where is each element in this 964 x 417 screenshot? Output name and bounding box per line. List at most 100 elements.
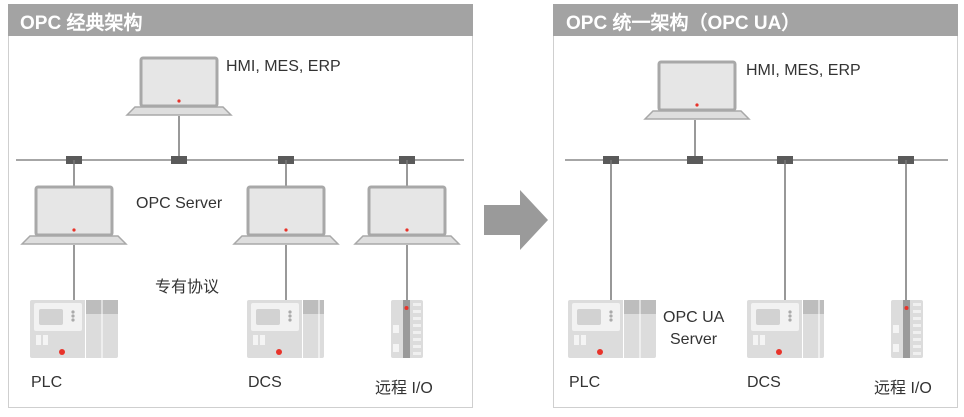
io-terminal (913, 303, 921, 306)
io-terminal (913, 310, 921, 313)
device-label-remote-io: 远程 I/O (375, 380, 433, 397)
remote-io-device (391, 300, 423, 358)
device-button (788, 314, 792, 318)
laptop-screen (139, 56, 219, 108)
power-led (177, 99, 181, 103)
io-terminal (413, 310, 421, 313)
device-button (609, 318, 613, 322)
device-port (893, 325, 899, 333)
plc-device (30, 300, 118, 358)
power-led (284, 228, 288, 232)
laptop-screen (34, 185, 114, 237)
device-display (39, 309, 63, 325)
network-switch-icon (171, 156, 187, 164)
io-terminal (413, 317, 421, 320)
protocol-label: 专有协议 (155, 279, 220, 296)
device-port (43, 335, 48, 345)
io-terminal (913, 317, 921, 320)
client-label: HMI, MES, ERP (226, 58, 341, 75)
device-port (393, 344, 399, 352)
left-panel-header (8, 4, 473, 36)
laptop-screen (246, 185, 326, 237)
device-port (253, 335, 258, 345)
laptop-screen (657, 60, 737, 112)
device-port (760, 335, 765, 345)
device-rail (403, 300, 410, 358)
device-button (788, 310, 792, 314)
laptop-base (125, 106, 233, 116)
io-terminal (913, 345, 921, 348)
io-terminal (413, 338, 421, 341)
device-port (36, 335, 41, 345)
status-led (276, 349, 282, 355)
device-button (788, 318, 792, 322)
device-port (893, 344, 899, 352)
device-rail (903, 300, 910, 358)
client-label: HMI, MES, ERP (746, 62, 861, 79)
laptop-base (232, 235, 340, 245)
device-module (303, 300, 324, 314)
device-button (288, 310, 292, 314)
status-led (59, 349, 65, 355)
device-button (71, 310, 75, 314)
network-switch-icon (687, 156, 703, 164)
dcs-device (247, 300, 324, 358)
io-terminal (913, 352, 921, 355)
device-button (288, 314, 292, 318)
right-panel-header (553, 4, 958, 36)
transition-arrow-icon (484, 190, 548, 250)
device-port (753, 335, 758, 345)
device-label-plc: PLC (31, 374, 63, 391)
device-button (609, 314, 613, 318)
device-button (609, 310, 613, 314)
device-label-plc: PLC (569, 374, 601, 391)
io-terminal (413, 352, 421, 355)
io-terminal (413, 324, 421, 327)
io-terminal (413, 345, 421, 348)
laptop-icon (232, 185, 340, 245)
device-port (393, 325, 399, 333)
status-led (404, 306, 409, 310)
io-terminal (413, 331, 421, 334)
device-button (288, 318, 292, 322)
device-port (581, 335, 586, 345)
laptop-base (20, 235, 128, 245)
power-led (72, 228, 76, 232)
left-panel (8, 4, 473, 408)
divider (302, 300, 303, 358)
power-led (695, 103, 699, 107)
device-module (803, 300, 824, 314)
device-button (71, 314, 75, 318)
left-panel-title: OPC 经典架构 (20, 13, 143, 34)
right-panel (553, 4, 958, 408)
plc-device (568, 300, 656, 358)
io-terminal (913, 324, 921, 327)
laptop-icon (643, 60, 751, 120)
device-port (574, 335, 579, 345)
status-led (904, 306, 909, 310)
divider (85, 300, 86, 358)
io-terminal (913, 338, 921, 341)
io-terminal (913, 331, 921, 334)
status-led (776, 349, 782, 355)
remote-io-device (891, 300, 923, 358)
divider (623, 300, 624, 358)
device-display (577, 309, 601, 325)
laptop-icon (353, 185, 461, 245)
device-port (260, 335, 265, 345)
io-terminal (413, 303, 421, 306)
device-label-dcs: DCS (747, 374, 781, 391)
laptop-base (353, 235, 461, 245)
dcs-device (747, 300, 824, 358)
status-led (597, 349, 603, 355)
server-label-line1: OPC UA (663, 309, 725, 326)
laptop-icon (20, 185, 128, 245)
laptop-icon (125, 56, 233, 116)
server-label-line2: Server (670, 331, 718, 348)
laptop-base (643, 110, 751, 120)
right-panel-title: OPC 统一架构（OPC UA） (566, 13, 801, 34)
device-label-dcs: DCS (248, 374, 282, 391)
device-display (756, 309, 780, 325)
divider (802, 300, 803, 358)
